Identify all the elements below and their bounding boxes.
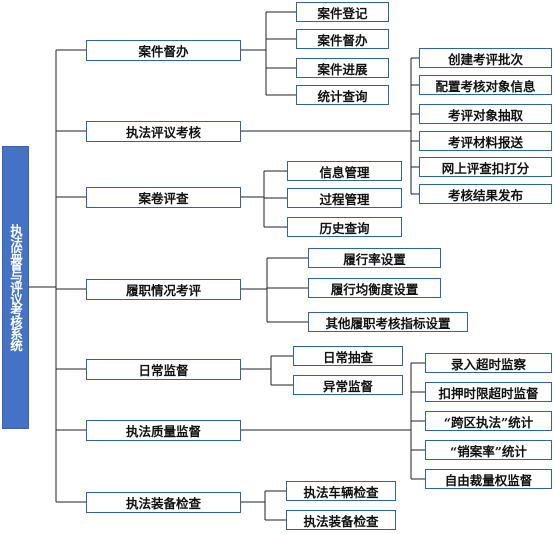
leaf-label: 执法车辆检查 xyxy=(303,484,379,500)
branch-node-evaluation: 执法评议考核 xyxy=(86,121,241,142)
branch-label: 执法评议考核 xyxy=(125,125,201,140)
leaf-label: 录入超时监察 xyxy=(450,356,526,372)
branch-node-quality-supervision: 执法质量监督 xyxy=(86,420,241,441)
leaf-node: 考核结果发布 xyxy=(419,184,552,204)
leaf-label: “销案率”统计 xyxy=(450,443,527,459)
leaf-label: 历史查询 xyxy=(319,220,370,236)
leaf-label: 创建考评批次 xyxy=(447,51,523,67)
branch-node-daily-supervision: 日常监督 xyxy=(86,359,241,380)
leaf-label: “跨区执法”统计 xyxy=(443,414,534,430)
leaf-label: 扣押时限超时监督 xyxy=(438,385,539,401)
branch-node-duty-evaluation: 履职情况考评 xyxy=(86,279,241,300)
leaf-node: 其他履职考核指标设置 xyxy=(308,312,468,332)
leaf-node: 履行率设置 xyxy=(308,248,441,268)
leaf-node: 录入超时监察 xyxy=(425,353,552,373)
root-node: 执法监督与评议考核系统 xyxy=(2,146,29,429)
leaf-node: 历史查询 xyxy=(287,217,402,237)
leaf-label: 履行均衡度设置 xyxy=(330,281,419,297)
branch-label: 日常监督 xyxy=(138,363,189,378)
leaf-label: 考评材料报送 xyxy=(447,134,523,150)
leaf-label: 考评对象抽取 xyxy=(447,107,523,123)
leaf-node: 考评材料报送 xyxy=(419,131,552,151)
branch-node-file-review: 案卷评查 xyxy=(86,187,241,208)
leaf-node: 自由裁量权监督 xyxy=(425,469,552,489)
leaf-label: 执法装备检查 xyxy=(303,513,379,529)
leaf-label: 网上评查扣打分 xyxy=(441,160,530,176)
leaf-label: 统计查询 xyxy=(317,88,368,104)
leaf-label: 异常监督 xyxy=(322,378,373,394)
leaf-label: 案件督办 xyxy=(317,32,368,48)
leaf-node: “跨区执法”统计 xyxy=(425,411,552,431)
leaf-node: 扣押时限超时监督 xyxy=(425,382,552,402)
leaf-node: 案件登记 xyxy=(296,2,389,22)
leaf-node: 执法装备检查 xyxy=(286,510,396,530)
leaf-node: 异常监督 xyxy=(293,375,403,395)
leaf-node: 配置考核对象信息 xyxy=(419,75,552,95)
leaf-node: 执法车辆检查 xyxy=(286,481,396,501)
leaf-label: 案件进展 xyxy=(317,61,368,77)
leaf-label: 自由裁量权监督 xyxy=(444,472,533,488)
branch-node-equipment-check: 执法装备检查 xyxy=(86,492,241,513)
leaf-node: 信息管理 xyxy=(287,161,402,181)
leaf-label: 履行率设置 xyxy=(343,251,406,267)
leaf-node: “销案率”统计 xyxy=(425,440,552,460)
root-label: 执法监督与评议考核系统 xyxy=(8,224,23,351)
leaf-label: 配置考核对象信息 xyxy=(435,78,536,94)
leaf-label: 过程管理 xyxy=(319,191,370,207)
leaf-label: 信息管理 xyxy=(319,164,370,180)
branch-label: 执法质量监督 xyxy=(125,424,201,439)
leaf-label: 其他履职考核指标设置 xyxy=(325,315,451,331)
branch-node-case-supervision: 案件督办 xyxy=(86,40,241,61)
leaf-node: 统计查询 xyxy=(296,85,389,105)
branch-label: 案卷评查 xyxy=(138,191,189,206)
leaf-node: 履行均衡度设置 xyxy=(308,278,441,298)
branch-label: 案件督办 xyxy=(138,44,189,59)
leaf-node: 过程管理 xyxy=(287,188,402,208)
leaf-node: 网上评查扣打分 xyxy=(419,157,552,177)
leaf-label: 案件登记 xyxy=(317,5,368,21)
leaf-node: 案件进展 xyxy=(296,58,389,78)
branch-label: 执法装备检查 xyxy=(125,496,201,511)
leaf-node: 日常抽查 xyxy=(293,346,403,366)
leaf-label: 考核结果发布 xyxy=(447,187,523,203)
leaf-node: 创建考评批次 xyxy=(419,48,552,68)
branch-label: 履职情况考评 xyxy=(125,283,201,298)
leaf-node: 考评对象抽取 xyxy=(419,104,552,124)
leaf-node: 案件督办 xyxy=(296,29,389,49)
leaf-label: 日常抽查 xyxy=(322,349,373,365)
